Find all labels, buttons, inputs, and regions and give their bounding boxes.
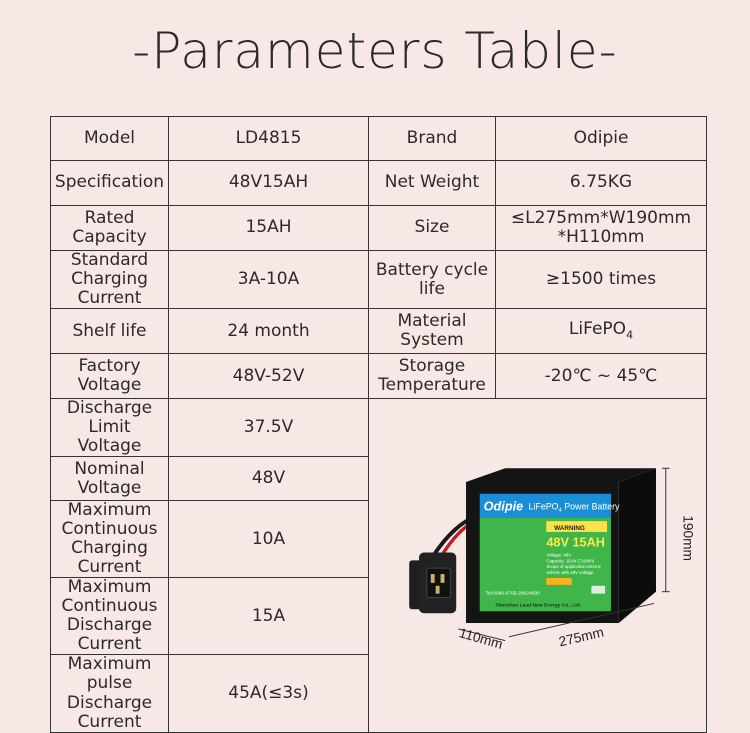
param-label: Model [50,116,169,161]
label-line: Standard [70,250,149,270]
param-value: 24 month [168,308,369,355]
param-label: Brand [368,116,496,161]
param-value: 10A [168,500,369,579]
param-label: Maximum pulse Discharge Current [50,654,169,733]
param-value: 3A-10A [168,249,369,310]
param-value: 37.5V [168,398,369,458]
label-line3: Scope of application:electric [546,564,601,569]
param-value: 48V15AH [168,160,369,206]
table-row: Maximum Continuous Charging Current 10A [50,500,707,579]
param-label: Maximum Continuous Discharge Current [50,577,169,656]
param-value: 15A [168,577,369,656]
param-label: Specification [50,160,169,206]
label-line: Discharge [66,398,153,419]
product-image-cell: Odipie LiFePO4 Power Battery WARNING 48V… [368,398,707,733]
table-row: Model LD4815 Brand Odipie [50,116,707,161]
dimension-lines [458,467,670,642]
table-row: Nominal Voltage 48V [50,456,707,502]
label-line: Discharge Current [66,692,153,732]
param-label: Factory Voltage [50,353,169,400]
label-header: LiFePO4 Power Battery [529,502,620,514]
dim-length-label: 275mm [557,625,605,650]
param-value: 6.75KG [495,160,707,206]
dim-height-label: 190mm [680,515,695,561]
size-line-1: ≤L275mm*W190mm [510,207,692,228]
table-row: Discharge Limit Voltage 37.5V [50,398,707,733]
table-row: Specification 48V15AH Net Weight 6.75KG [50,160,707,206]
page-title: -Parameters Table- [132,22,618,80]
label-line4: vehicle with 48V voltage [546,570,594,575]
power-connector [409,552,457,614]
param-value: Odipie [495,116,707,161]
table-row: Shelf life 24 month Material System LiFe… [50,308,707,355]
chem-subscript: 4 [626,328,634,342]
label-line: Charging Current [71,538,148,578]
battery-label: Odipie LiFePO4 Power Battery WARNING 48V… [479,493,620,612]
table-row: Factory Voltage 48V-52V Storage Temperat… [50,353,707,400]
param-value: 45A(≤3s) [168,654,369,733]
label-line: Maximum Continuous [61,577,158,617]
param-label: Maximum Continuous Charging Current [50,500,169,579]
param-label: Storage Temperature [368,353,496,400]
param-value: ≥1500 times [495,249,707,310]
dim-width-label: 110mm [457,625,504,652]
label-line: Charging Current [71,269,148,309]
param-value: LiFePO4 [495,308,707,355]
label-line: Voltage [77,477,142,498]
label-line: Storage [398,356,466,377]
param-label: Material System [368,308,496,355]
param-value: 48V [168,456,369,502]
parameters-table: Model LD4815 Brand Odipie Specification … [50,116,707,733]
param-label: Nominal Voltage [50,456,169,502]
table-row: Maximum Continuous Discharge Current 15A [50,577,707,656]
param-label: Shelf life [50,308,169,355]
param-value: ≤L275mm*W190mm *H110mm [495,205,707,251]
label-line: Maximum pulse [67,654,152,694]
param-value: -20℃ ~ 45℃ [495,353,707,400]
label-line: Limit Voltage [77,417,142,457]
label-phone: Tel:0086-0755-28024690 [486,591,541,597]
label-line: Maximum Continuous [61,500,158,540]
param-label: Net Weight [368,160,496,206]
param-label: Battery cycle life [368,249,496,310]
label-line1: Voltage: 48V [546,553,571,558]
label-warning: WARNING [554,525,585,532]
table-row: Rated Capacity 15AH Size ≤L275mm*W190mm … [50,205,707,251]
battery-image: Odipie LiFePO4 Power Battery WARNING 48V… [409,467,695,652]
size-line-2: *H110mm [557,227,645,247]
param-label: Standard Charging Current [50,249,169,310]
label-line: Discharge Current [66,615,153,655]
label-line: Nominal [74,458,145,479]
param-value: LD4815 [168,116,369,161]
label-company: Shenzhen Lead New Energy Co., Ltd. [495,602,582,608]
label-line2: Capacity: 15Ah (720Wh) [546,558,594,563]
param-label: Size [368,205,496,251]
table-row: Standard Charging Current 3A-10A Battery… [50,249,707,310]
param-value: 15AH [168,205,369,251]
param-label: Rated Capacity [50,205,169,251]
label-brand: Odipie [484,498,524,513]
param-value: 48V-52V [168,353,369,400]
label-spec: 48V 15AH [546,535,605,550]
chem-text: LiFePO [568,319,627,340]
label-line: Temperature [378,375,486,396]
param-label: Discharge Limit Voltage [50,398,169,458]
